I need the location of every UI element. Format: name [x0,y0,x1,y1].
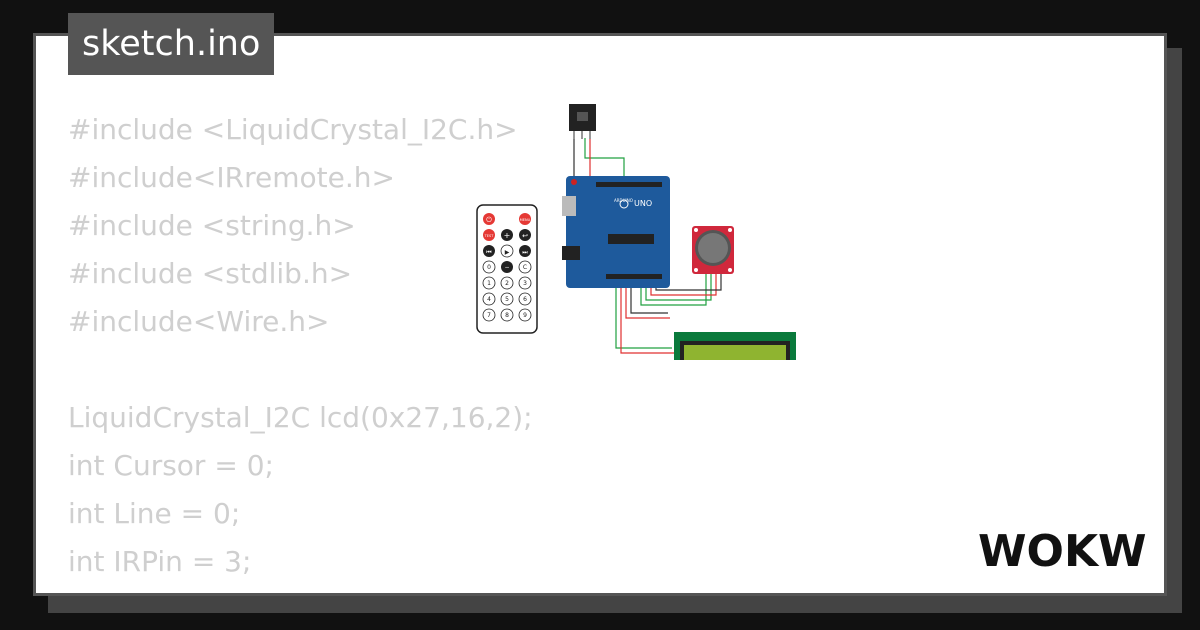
remote-button: 8 [505,312,509,319]
lcd-1602-icon [674,332,796,360]
code-line: int IRPin = 3; [68,545,252,578]
remote-button: 5 [505,296,509,303]
remote-button: MENU [520,218,531,222]
remote-button: TEST [484,234,495,238]
joystick-icon [692,226,734,274]
code-line: #include<Wire.h> [68,305,330,338]
arduino-label: UNO [634,199,652,208]
code-line: int Cursor = 0; [68,449,274,482]
code-line: #include<IRremote.h> [68,161,395,194]
code-preview: #include <LiquidCrystal_I2C.h> #include<I… [68,106,533,593]
code-line: LiquidCrystal_I2C lcd(0x27,16,2); [68,401,533,434]
remote-button: ▶ [505,249,510,256]
code-line: #include <string.h> [68,209,356,242]
file-tab[interactable]: sketch.ino [68,13,275,75]
code-line: #include <LiquidCrystal_I2C.h> [68,113,518,146]
remote-button: ↩ [522,232,528,240]
remote-button: 4 [487,296,491,303]
remote-button: ⏭ [522,249,528,256]
code-line: int Line = 0; [68,497,241,530]
remote-button: ⏻ [486,216,492,224]
remote-button: 6 [523,296,527,303]
remote-button: 1 [487,280,491,287]
remote-button: 2 [505,280,509,287]
wokwi-logo: WOKWi [978,526,1150,576]
remote-button: ⏮ [486,249,492,256]
circuit-diagram: ⏻ MENU TEST + ↩ ⏮ ▶ ⏭ 0 − C 1 [476,104,796,360]
ir-remote-icon: ⏻ MENU TEST + ↩ ⏮ ▶ ⏭ 0 − C 1 [476,204,538,334]
remote-button: 9 [523,312,527,319]
wokwi-logo-text: WOKWi [978,526,1150,576]
remote-button: 7 [487,312,491,319]
ir-receiver-icon [569,104,596,139]
remote-button: + [504,231,511,240]
remote-button: 3 [523,280,527,287]
wires [573,138,722,354]
preview-card: #include <LiquidCrystal_I2C.h> #include<I… [33,33,1167,596]
remote-button: C [523,264,527,271]
code-line: #include <stdlib.h> [68,257,353,290]
remote-button: 0 [487,264,491,271]
arduino-uno-icon: UNO ARDUINO [562,176,670,288]
code-line: String s = ""; [68,586,533,593]
remote-button: − [504,264,509,271]
